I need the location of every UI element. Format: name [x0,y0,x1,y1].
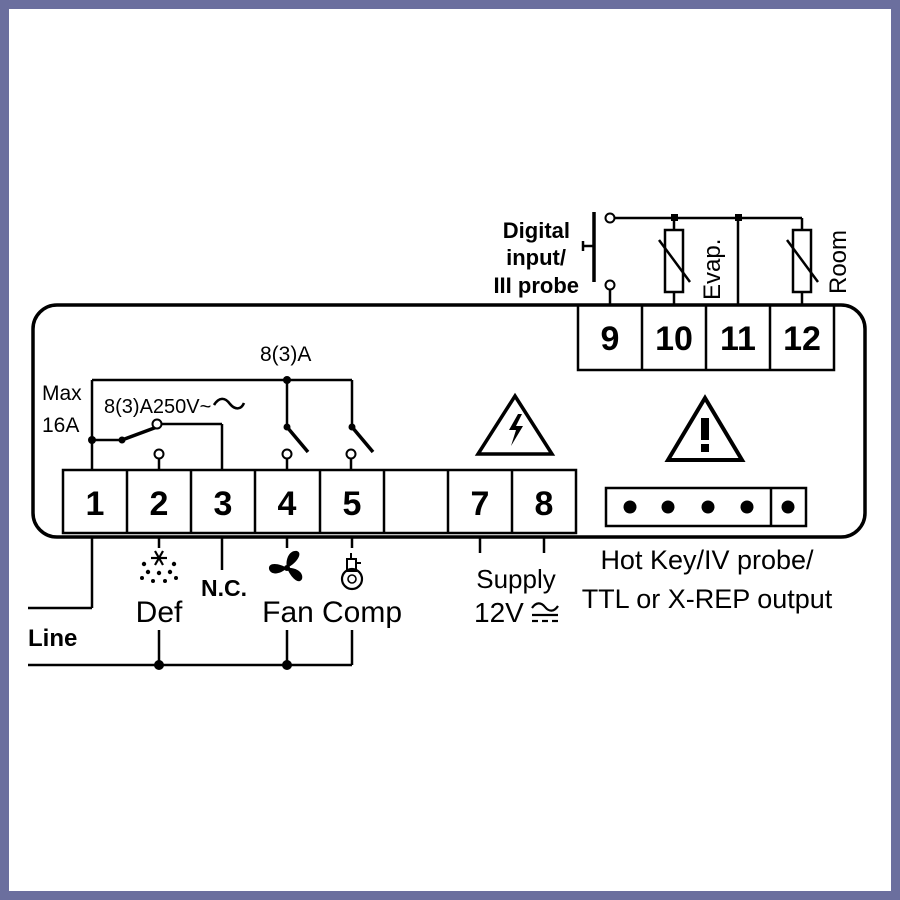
warning-icon [664,394,746,462]
relay-wiring [88,376,375,470]
electrical-hazard-icon [474,392,556,456]
hotkey-label-line2: TTL or X-REP output [582,584,833,614]
external-wiring [28,537,546,670]
max-label-line2: 16A [42,414,79,437]
digital-input-label-3: III probe [493,273,579,298]
terminal-10: 10 [655,320,693,358]
terminal-4: 4 [278,485,297,523]
terminal-8: 8 [535,485,554,523]
hot-key-port [604,486,808,528]
terminal-9: 9 [601,320,620,358]
terminal-block-top: 9 10 11 12 [576,303,836,372]
relay-rating-def: 8(3)A250V~ [104,396,211,418]
controller-housing [31,303,867,539]
room-label: Room [825,230,852,294]
digital-input-label-2: input/ [506,245,566,270]
fan-icon [268,550,303,582]
comp-label: Comp [322,596,402,629]
digital-input-label-1: Digital [503,218,570,243]
evap-label: Evap. [699,239,726,300]
terminal-7: 7 [471,485,490,523]
relay-rating-fan-comp: 8(3)A [260,343,311,366]
fan-label: Fan [262,596,314,629]
terminal-block-bottom: 1 2 3 4 5 7 8 [61,468,578,535]
nc-label: N.C. [201,575,247,601]
terminal-12: 12 [783,320,821,358]
compressor-icon [340,553,364,591]
line-label: Line [28,625,77,652]
tilde-icon [212,397,246,410]
terminal-3: 3 [214,485,233,523]
supply-label: Supply [476,564,556,594]
probe-wiring [581,212,820,305]
snowflake-defrost-icon [140,550,178,583]
terminal-5: 5 [343,485,362,523]
supply-voltage-label: 12V [474,597,524,628]
terminal-2: 2 [150,485,169,523]
terminal-11: 11 [720,320,756,358]
terminal-1: 1 [86,485,105,523]
def-label: Def [136,596,183,629]
hotkey-label-line1: Hot Key/IV probe/ [600,545,814,575]
max-label-line1: Max [42,382,82,405]
ac-dc-icon [531,602,559,623]
